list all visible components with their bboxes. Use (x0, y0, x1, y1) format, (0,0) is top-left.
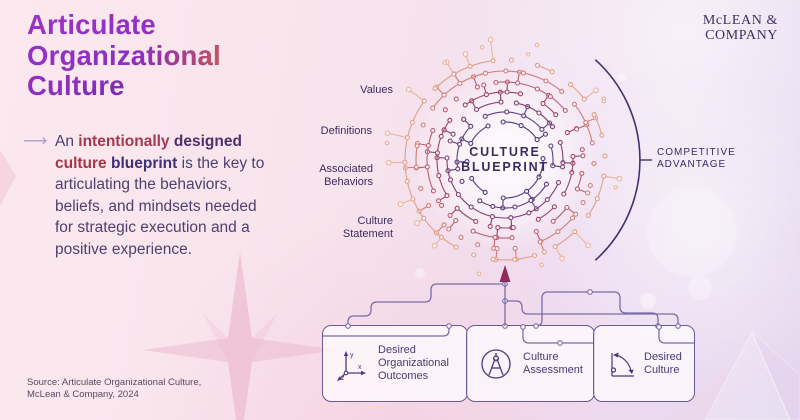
svg-text:x: x (358, 364, 362, 371)
compass-star-shape (142, 252, 338, 420)
competitive-advantage-label: COMPETITIVE ADVANTAGE (657, 147, 736, 170)
box-label: Desired Culture (644, 350, 682, 376)
up-arrow-icon (499, 265, 511, 282)
box-label: Culture Assessment (523, 350, 583, 376)
center-label-culture-blueprint: CULTURE BLUEPRINT (461, 145, 549, 174)
source-citation: Source: Articulate Organizational Cultur… (27, 377, 202, 400)
bokeh-dot (415, 268, 425, 278)
box-desired-culture: Desired Culture (593, 325, 695, 402)
page-title: Articulate Organizational Culture (27, 9, 221, 102)
svg-text:z: z (341, 375, 345, 381)
crystal-shape (751, 331, 800, 420)
axes-3d-icon: y x z (337, 350, 366, 381)
bokeh-dot (640, 293, 656, 309)
box-culture-assessment: Culture Assessment (466, 325, 595, 402)
advantage-arc (594, 59, 641, 261)
bokeh-dot (618, 73, 626, 81)
right-arrow-icon: ⟶ (23, 131, 48, 150)
company-logo: McLEAN & COMPANY (702, 13, 778, 43)
compass-icon (481, 348, 511, 379)
intro-paragraph: An intentionally designed culture bluepr… (55, 133, 265, 258)
box-label: Desired Organizational Outcomes (378, 344, 449, 382)
diagram-label-definitions: Definitions (320, 125, 372, 137)
circuit-traces (323, 281, 694, 346)
center-glow (415, 70, 595, 250)
compass-star-diagonals (202, 252, 278, 420)
crystal-shape (704, 330, 791, 420)
bokeh-dot (688, 276, 712, 300)
diagram-label-culture-statement: Culture Statement (342, 215, 393, 240)
blueprint-network (384, 36, 623, 276)
crystal-shape (666, 360, 735, 420)
bokeh-glow (647, 187, 737, 277)
svg-text:y: y (350, 352, 354, 359)
diagram-label-values: Values (360, 84, 393, 96)
diagram-label-associated-behaviors: Associated Behaviors (319, 163, 373, 188)
box-desired-organizational-outcomes: y x z Desired Organizational Outcomes (322, 325, 468, 402)
left-sliver-shape (0, 150, 16, 206)
angle-icon (610, 352, 634, 377)
